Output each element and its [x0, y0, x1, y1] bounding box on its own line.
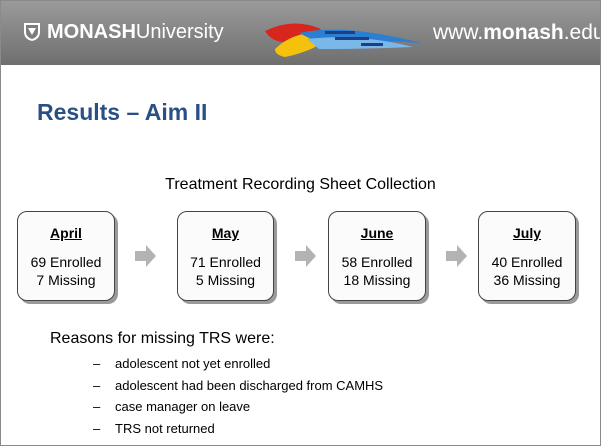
logo-sub-text: University: [135, 21, 224, 43]
website-url: www.monash.edu: [433, 21, 601, 45]
logo-main-text: MONASH: [47, 21, 136, 43]
bullet-dash: –: [93, 399, 101, 414]
enrolled-count: 71 Enrolled: [190, 254, 261, 270]
list-item-text: case manager on leave: [115, 399, 251, 414]
missing-count: 18 Missing: [343, 272, 411, 288]
url-suffix: .edu: [563, 21, 601, 44]
colour-swoosh-graphic: [265, 23, 421, 57]
list-item: –adolescent not yet enrolled: [93, 353, 383, 375]
month-box-june: June 58 Enrolled 18 Missing: [328, 211, 426, 301]
diagram-subtitle: Treatment Recording Sheet Collection: [165, 176, 436, 193]
bullet-dash: –: [93, 356, 101, 371]
crest-icon: [24, 23, 40, 41]
month-label: June: [360, 225, 394, 241]
list-item: –case manager on leave: [93, 396, 383, 418]
arrow-right-icon: [295, 245, 316, 267]
enrolled-count: 58 Enrolled: [341, 254, 413, 270]
month-box-may: May 71 Enrolled 5 Missing: [177, 211, 274, 301]
list-item: –TRS not returned: [93, 418, 383, 440]
arrow-right-icon: [135, 245, 156, 267]
arrow-right-icon: [446, 245, 467, 267]
missing-count: 36 Missing: [493, 272, 561, 288]
url-brand: monash: [483, 21, 564, 44]
list-item-text: TRS not returned: [115, 420, 215, 436]
header-banner: MONASHUniversity www.monash.edu: [1, 1, 600, 65]
bullet-dash: –: [93, 377, 101, 393]
monash-logo: MONASHUniversity: [23, 20, 224, 44]
url-prefix: www.: [433, 21, 484, 44]
list-item: –adolescent had been discharged from CAM…: [93, 375, 383, 397]
missing-count: 5 Missing: [195, 272, 256, 288]
month-label: May: [211, 225, 240, 241]
month-label: July: [512, 225, 541, 241]
slide-title: Results – Aim II: [37, 99, 208, 125]
enrolled-count: 69 Enrolled: [30, 254, 102, 270]
enrolled-count: 40 Enrolled: [491, 254, 563, 270]
bullet-dash: –: [93, 420, 101, 436]
month-box-july: July 40 Enrolled 36 Missing: [478, 211, 576, 301]
reasons-list: –adolescent not yet enrolled –adolescent…: [93, 353, 383, 439]
list-item-text: adolescent had been discharged from CAMH…: [115, 377, 384, 393]
reasons-heading: Reasons for missing TRS were:: [50, 330, 275, 347]
month-box-april: April 69 Enrolled 7 Missing: [17, 211, 115, 301]
missing-count: 7 Missing: [36, 272, 96, 288]
month-label: April: [50, 225, 82, 241]
list-item-text: adolescent not yet enrolled: [115, 356, 271, 371]
